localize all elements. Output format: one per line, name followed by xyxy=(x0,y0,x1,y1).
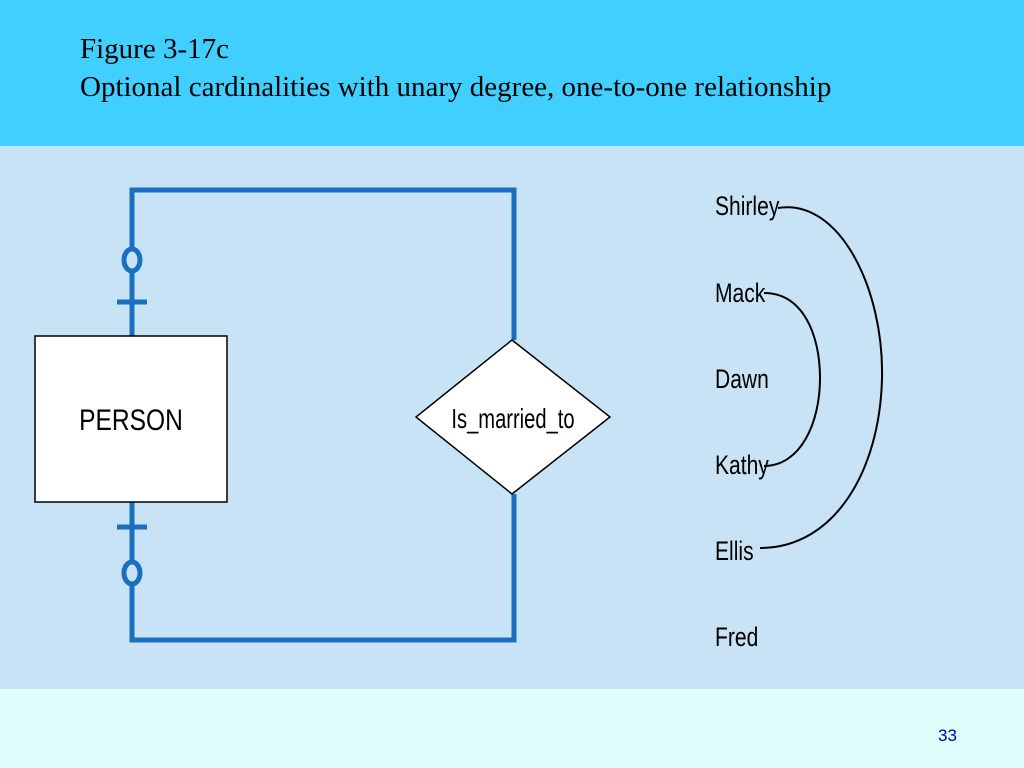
slide-title: Figure 3-17c Optional cardinalities with… xyxy=(80,30,831,106)
arc-mack-kathy xyxy=(763,292,822,467)
page-number: 33 xyxy=(938,726,957,745)
figure-number: Figure 3-17c xyxy=(80,33,229,65)
upper-relationship-line xyxy=(129,187,517,340)
instance-kathy: Kathy xyxy=(715,451,770,481)
person-entity-box xyxy=(34,335,228,503)
figure-caption: Optional cardinalities with unary degree… xyxy=(80,71,832,103)
entity-label: PERSON xyxy=(79,403,183,437)
optional-circle-bottom xyxy=(121,559,143,587)
instance-ellis: Ellis xyxy=(715,537,754,567)
optional-circle-top xyxy=(121,246,143,274)
instance-mack: Mack xyxy=(715,279,766,309)
marriage-arcs xyxy=(759,206,884,549)
cardinality-top xyxy=(117,246,147,305)
relationship-label: Is_married_to xyxy=(451,404,574,435)
instance-dawn: Dawn xyxy=(715,365,769,395)
instance-shirley: Shirley xyxy=(715,192,780,222)
arc-shirley-ellis xyxy=(759,206,884,549)
instance-list: Shirley Mack Dawn Kathy Ellis Fred xyxy=(715,192,780,653)
cardinality-bottom xyxy=(117,524,147,587)
slide-header: Figure 3-17c Optional cardinalities with… xyxy=(0,0,1024,146)
lower-relationship-line xyxy=(129,494,517,643)
instance-fred: Fred xyxy=(715,623,758,653)
relationship-diamond xyxy=(414,339,612,495)
